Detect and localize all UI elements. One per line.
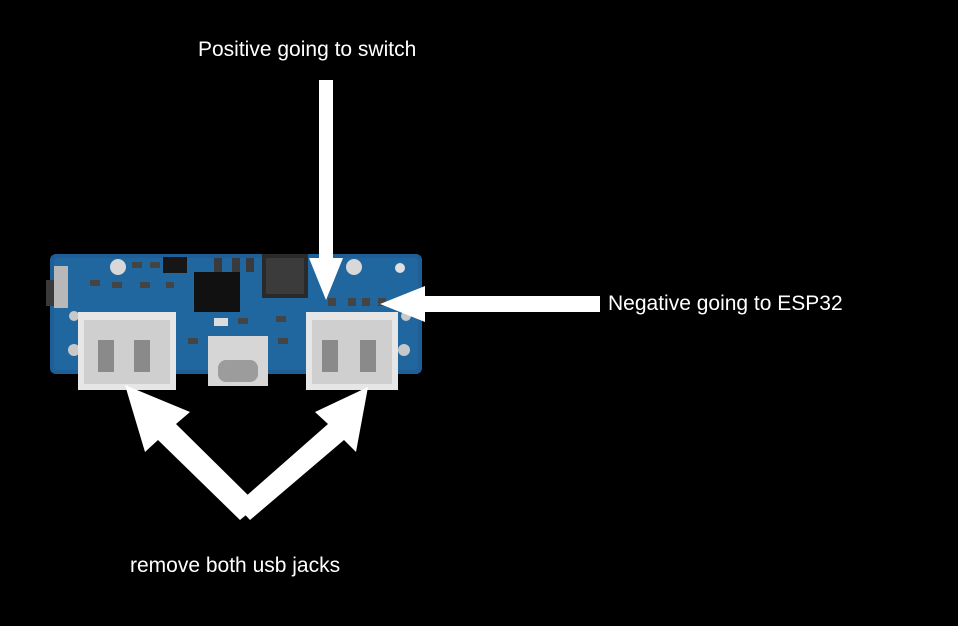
usb-a-jack-right (306, 312, 398, 390)
slide-switch (46, 280, 56, 306)
arrow-positive (309, 80, 343, 300)
ic-chip (194, 272, 240, 312)
arrow-negative (380, 286, 600, 322)
positive-switch-annotation: Positive going to switch (198, 38, 417, 61)
mounting-pad (346, 259, 362, 275)
arrow-remove-right (236, 387, 368, 520)
pcb-board (46, 254, 422, 390)
mounting-pad (110, 259, 126, 275)
remove-usb-jacks-annotation: remove both usb jacks (130, 554, 341, 577)
usb-a-jack-left (78, 312, 176, 390)
arrows (125, 80, 600, 520)
arrow-remove-left (125, 385, 258, 520)
usb-c-port (208, 336, 268, 386)
negative-esp32-annotation: Negative going to ESP32 (608, 292, 843, 315)
